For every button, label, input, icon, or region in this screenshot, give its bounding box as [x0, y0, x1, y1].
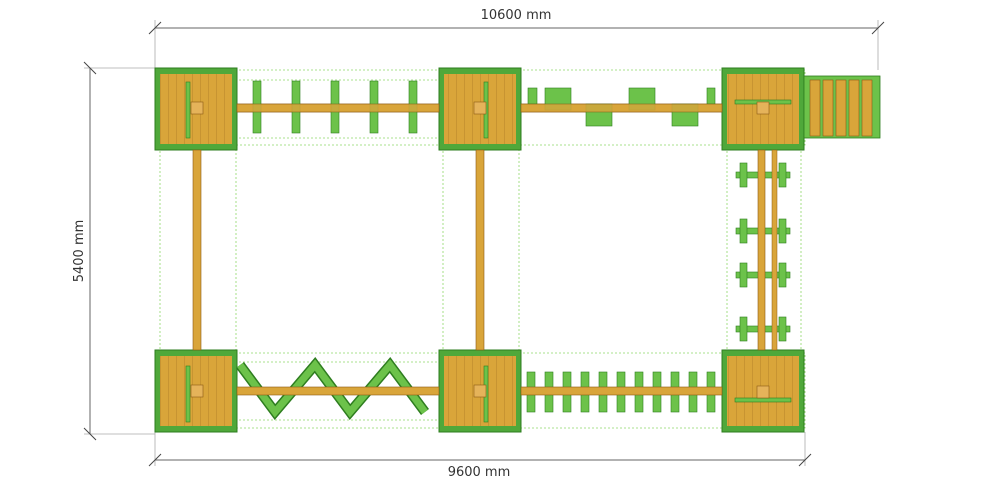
tower-bottom-right [721, 349, 805, 433]
dimension-bottom: 9600 mm [148, 432, 812, 480]
tower-bottom-middle [438, 349, 522, 433]
bridge-bottom-middle [520, 371, 723, 413]
dimension-top: 10600 mm [148, 8, 885, 70]
tower-bottom-left [154, 349, 238, 433]
slide-top-right [803, 75, 881, 139]
ladder-vertical-right [735, 149, 791, 351]
beam-top-left [236, 80, 440, 134]
dimension-top-label: 10600 mm [481, 8, 552, 23]
dimension-left-label: 5400 mm [72, 220, 87, 283]
dimension-bottom-label: 9600 mm [448, 465, 511, 480]
tower-top-middle [438, 67, 522, 151]
tower-top-right [721, 67, 805, 151]
dimension-left: 5400 mm [72, 61, 155, 441]
tower-top-left [154, 67, 238, 151]
beam-top-middle [520, 87, 723, 127]
beam-vertical-left [192, 149, 202, 351]
beam-vertical-middle [475, 149, 485, 351]
zigzag-bottom-left [235, 356, 440, 421]
